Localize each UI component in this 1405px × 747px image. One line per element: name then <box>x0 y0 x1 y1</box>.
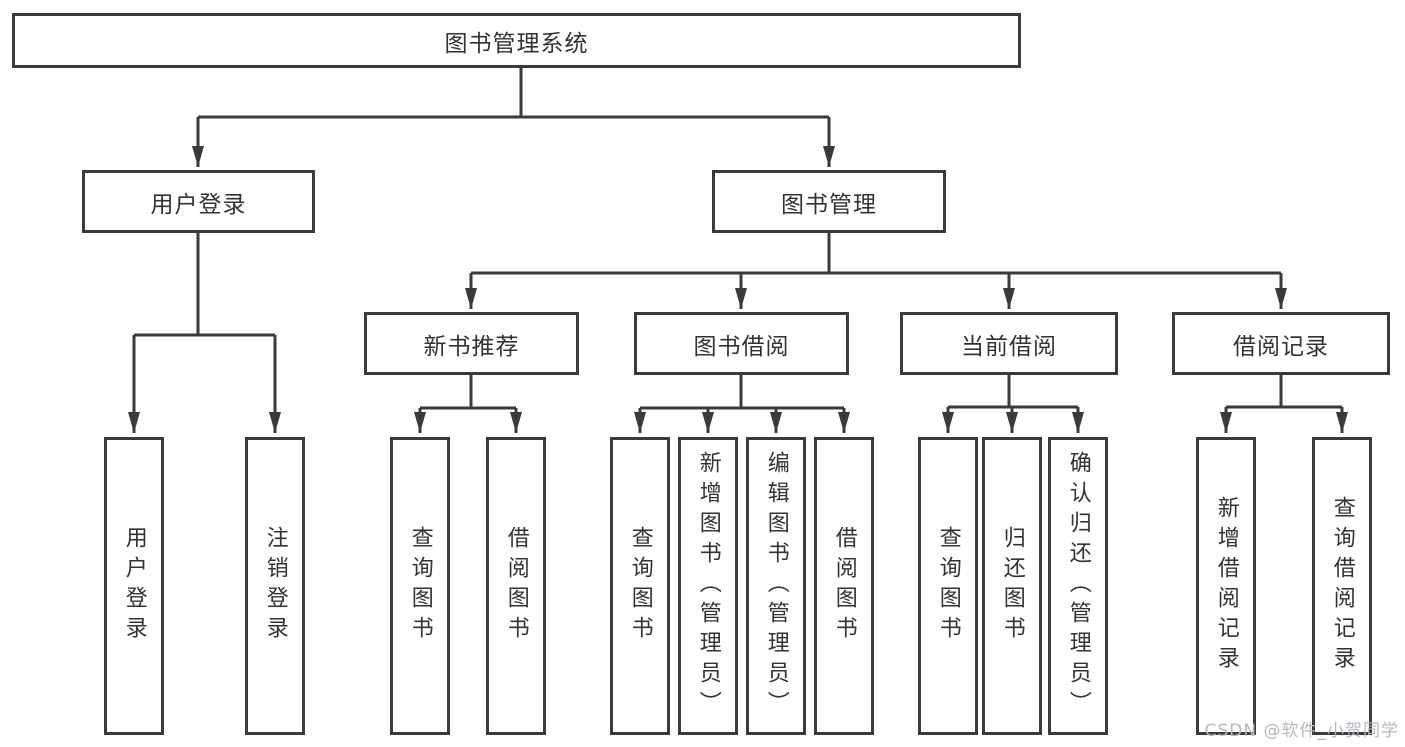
leaf-confirm-return-admin-label: 确认归还（管理员） <box>1065 451 1091 721</box>
node-new-book-recommend-label: 新书推荐 <box>423 333 520 360</box>
leaf-query-borrow-record-label: 查询借阅记录 <box>1329 496 1355 676</box>
node-book-management: 图书管理 <box>712 170 946 233</box>
arrow-stems <box>128 117 1348 433</box>
leaf-query-borrow-record: 查询借阅记录 <box>1312 437 1372 735</box>
leaf-user-login: 用户登录 <box>104 437 164 735</box>
leaf-borrow-books-borrowing-label: 借阅图书 <box>831 526 857 646</box>
leaf-query-books-recommend: 查询图书 <box>390 437 450 735</box>
leaf-query-books-borrowing: 查询图书 <box>610 437 670 735</box>
leaf-edit-books-admin: 编辑图书（管理员） <box>746 437 806 735</box>
node-new-book-recommend: 新书推荐 <box>364 312 579 375</box>
leaf-logout-label: 注销登录 <box>262 526 288 646</box>
node-borrow-records: 借阅记录 <box>1172 312 1390 375</box>
leaf-return-books-label: 归还图书 <box>999 526 1025 646</box>
leaf-return-books: 归还图书 <box>982 437 1042 735</box>
node-library-system: 图书管理系统 <box>12 13 1021 68</box>
csdn-watermark: CSDN @软件_小贺同学 <box>1204 721 1399 741</box>
node-library-system-label: 图书管理系统 <box>444 30 589 57</box>
node-current-borrowing: 当前借阅 <box>900 312 1118 375</box>
leaf-borrow-books-borrowing: 借阅图书 <box>814 437 874 735</box>
leaf-query-books-borrowing-label: 查询图书 <box>627 526 653 646</box>
leaf-borrow-books-recommend: 借阅图书 <box>486 437 546 735</box>
node-book-borrowing: 图书借阅 <box>634 312 849 375</box>
leaf-query-books-current-label: 查询图书 <box>935 526 961 646</box>
leaf-query-books-recommend-label: 查询图书 <box>407 526 433 646</box>
leaf-confirm-return-admin: 确认归还（管理员） <box>1048 437 1108 735</box>
leaf-add-borrow-record: 新增借阅记录 <box>1196 437 1256 735</box>
leaf-user-login-label: 用户登录 <box>121 526 147 646</box>
node-user-login: 用户登录 <box>82 170 315 233</box>
leaf-add-books-admin: 新增图书（管理员） <box>678 437 738 735</box>
node-current-borrowing-label: 当前借阅 <box>961 333 1057 360</box>
node-user-login-label: 用户登录 <box>150 191 247 218</box>
leaf-edit-books-admin-label: 编辑图书（管理员） <box>763 451 789 721</box>
leaf-query-books-current: 查询图书 <box>918 437 978 735</box>
leaf-add-books-admin-label: 新增图书（管理员） <box>695 451 721 721</box>
node-book-borrowing-label: 图书借阅 <box>693 333 790 360</box>
leaf-logout: 注销登录 <box>245 437 305 735</box>
leaf-add-borrow-record-label: 新增借阅记录 <box>1213 496 1239 676</box>
node-borrow-records-label: 借阅记录 <box>1233 333 1329 360</box>
node-book-management-label: 图书管理 <box>781 191 877 218</box>
leaf-borrow-books-recommend-label: 借阅图书 <box>503 526 529 646</box>
